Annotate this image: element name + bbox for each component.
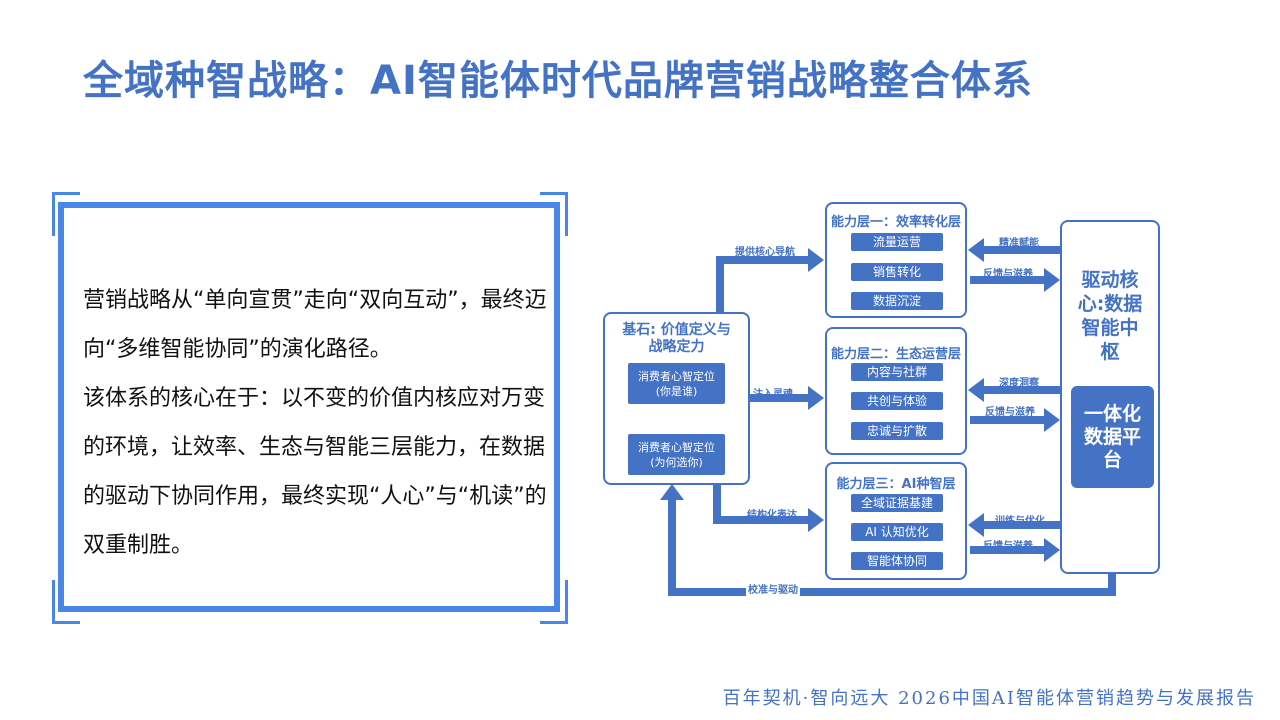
layer-item: AI 认知优化	[851, 523, 943, 541]
layer1-box: 能力层一：效率转化层 流量运营 销售转化 数据沉淀	[825, 202, 967, 318]
body-text: 营销战略从“单向宣贯”走向“双向互动”，最终迈向“多维智能协同”的演化路径。 该…	[83, 276, 553, 570]
core-title: 驱动核心:数据智能中枢	[1077, 269, 1143, 363]
arrow-label: 结构化表达	[747, 510, 797, 521]
arrow-foundation-to-layer1	[716, 248, 824, 312]
paragraph: 营销战略从“单向宣贯”走向“双向互动”，最终迈向“多维智能协同”的演化路径。	[83, 288, 547, 362]
layer3-box: 能力层三：AI种智层 全域证据基建 AI 认知优化 智能体协同	[825, 462, 967, 580]
text-frame	[58, 202, 560, 612]
arrow-label: 精准赋能	[999, 238, 1039, 249]
core-box: 驱动核心:数据智能中枢 一体化数据平台	[1060, 220, 1160, 574]
foundation-item: 消费者心智定位 (你是谁)	[628, 363, 725, 404]
layer-item: 智能体协同	[851, 552, 943, 570]
arrow-label: 反馈与滋养	[983, 269, 1033, 280]
foundation-title: 基石: 价值定义与战略定力	[622, 322, 731, 355]
arrow-label: 反馈与滋养	[985, 407, 1035, 418]
foundation-box: 基石: 价值定义与战略定力 消费者心智定位 (你是谁) 消费者心智定位 (为何选…	[603, 312, 750, 485]
data-platform: 一体化数据平台	[1071, 386, 1154, 488]
layer-item: 忠诚与扩散	[851, 422, 943, 440]
arrow-label: 校准与驱动	[746, 581, 800, 596]
frame-corner	[540, 192, 568, 236]
layer-item: 共创与体验	[851, 392, 943, 410]
page-title: 全域种智战略：AI智能体时代品牌营销战略整合体系	[83, 58, 1033, 104]
layer-item: 全域证据基建	[851, 494, 943, 512]
arrow-label: 注入灵魂	[753, 389, 793, 400]
layer-item: 流量运营	[851, 233, 943, 251]
arrow-core-to-layer2	[968, 378, 1060, 402]
arrow-label: 深度洞察	[999, 378, 1039, 389]
layer-item: 数据沉淀	[851, 292, 943, 310]
arrow-core-to-layer3	[968, 513, 1060, 537]
arrow-layer2-to-core	[970, 408, 1060, 432]
arrow-layer3-to-core	[970, 538, 1060, 562]
frame-corner	[52, 580, 80, 624]
arrow-foundation-to-layer3	[713, 485, 824, 532]
arrow-foundation-to-layer2	[750, 386, 824, 410]
footer: 百年契机·智向远大 2026中国AI智能体营销趋势与发展报告	[722, 688, 1256, 709]
arrow-layer1-to-core	[970, 268, 1060, 292]
layer-item: 销售转化	[851, 263, 943, 281]
layer-title: 能力层三：AI种智层	[836, 477, 956, 492]
arrow-label: 训练与优化	[995, 516, 1045, 527]
frame-corner	[540, 580, 568, 624]
layer2-box: 能力层二：生态运营层 内容与社群 共创与体验 忠诚与扩散	[825, 327, 967, 455]
paragraph: 该体系的核心在于：以不变的价值内核应对万变的环境，让效率、生态与智能三层能力，在…	[83, 386, 547, 558]
frame-corner	[52, 192, 80, 236]
layer-item: 内容与社群	[851, 363, 943, 381]
arrow-core-to-layer1	[968, 238, 1060, 262]
arrow-label: 提供核心导航	[735, 247, 795, 258]
arrow-label: 反馈与滋养	[983, 541, 1033, 552]
layer-title: 能力层一：效率转化层	[830, 215, 961, 230]
foundation-item: 消费者心智定位 (为何选你)	[628, 434, 725, 475]
layer-title: 能力层二：生态运营层	[830, 347, 961, 362]
